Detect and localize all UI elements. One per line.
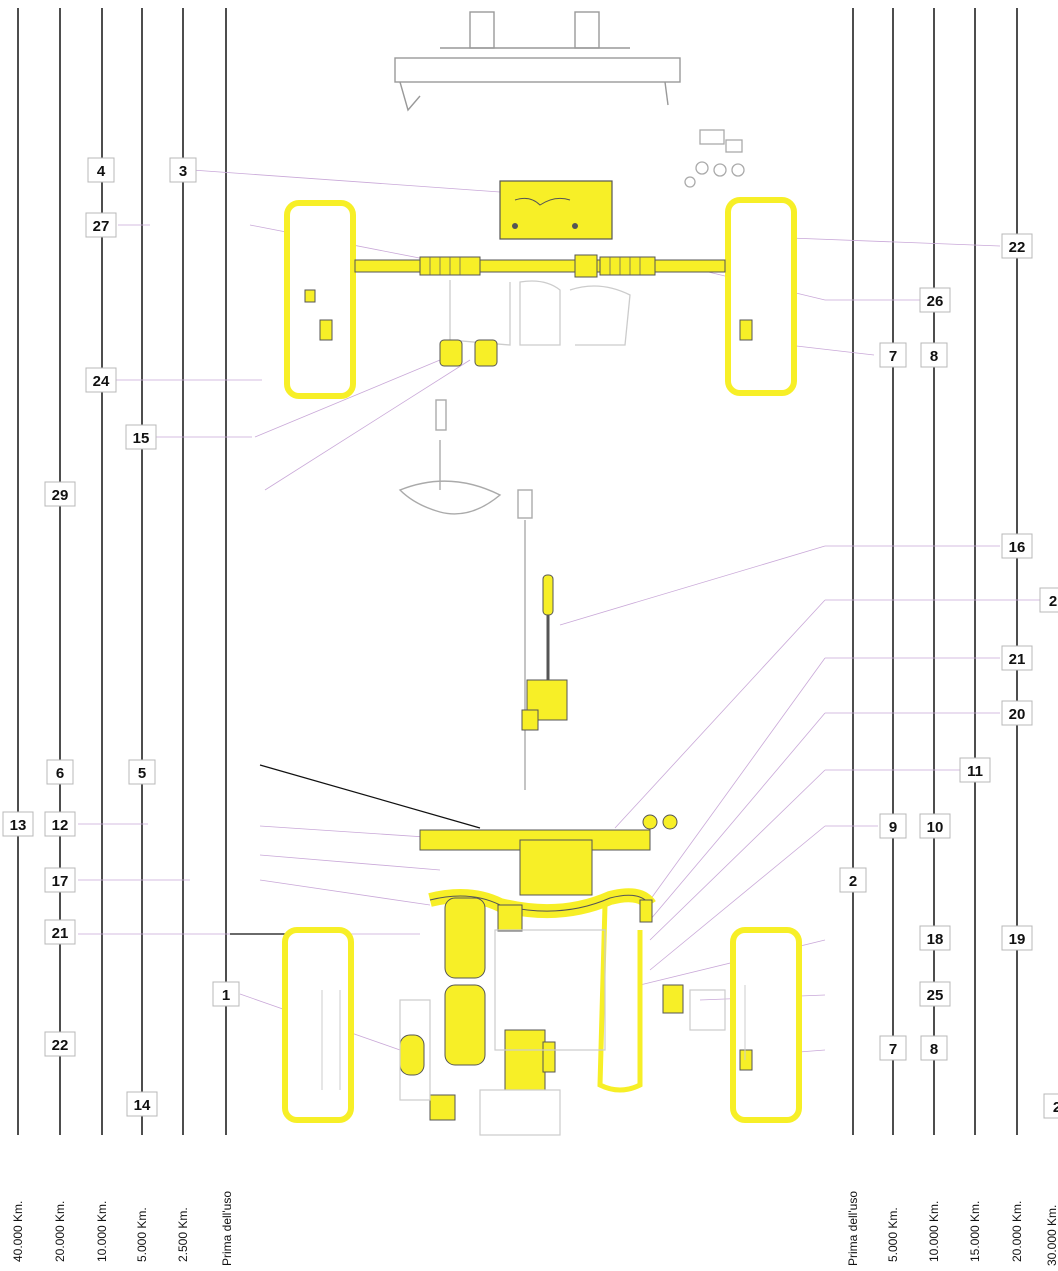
axis-label-prima-left: Prima dell'uso	[220, 1191, 234, 1266]
svg-text:17: 17	[52, 873, 69, 890]
svg-text:27: 27	[93, 218, 110, 235]
svg-text:16: 16	[1009, 539, 1026, 556]
svg-text:2: 2	[1053, 1099, 1058, 1116]
left-axis-labels: 40.000 Km. 20.000 Km. 10.000 Km. 5.000 K…	[11, 1191, 234, 1266]
callout-7-top: 7	[880, 343, 906, 367]
callout-25: 25	[920, 982, 950, 1006]
callout-2-edge: 2	[1040, 588, 1058, 612]
axis-label-10000-right: 10.000 Km.	[927, 1201, 941, 1262]
svg-text:7: 7	[889, 348, 897, 365]
svg-text:9: 9	[889, 819, 897, 836]
callout-27: 27	[86, 213, 116, 237]
callout-16: 16	[1002, 534, 1032, 558]
svg-text:21: 21	[1009, 651, 1026, 668]
callout-5: 5	[129, 760, 155, 784]
svg-text:6: 6	[56, 765, 64, 782]
svg-text:24: 24	[93, 373, 110, 390]
callout-21-right: 21	[1002, 646, 1032, 670]
callout-20: 20	[1002, 701, 1032, 725]
steering-rack	[355, 260, 725, 272]
axis-label-prima-right: Prima dell'uso	[846, 1191, 860, 1266]
callout-22-right: 22	[1002, 234, 1032, 258]
rear-right-wheel	[733, 930, 799, 1120]
axis-label-5000-left: 5.000 Km.	[135, 1207, 149, 1262]
svg-text:12: 12	[52, 817, 69, 834]
rear-left-wheel	[285, 930, 351, 1120]
gear-lever	[522, 575, 567, 730]
engine-block	[400, 815, 725, 1135]
svg-text:20: 20	[1009, 706, 1026, 723]
svg-text:8: 8	[930, 348, 938, 365]
callout-21-left: 21	[45, 920, 75, 944]
pedal-assembly	[395, 12, 680, 110]
svg-text:14: 14	[134, 1097, 151, 1114]
callout-8-bottom: 8	[921, 1036, 947, 1060]
callout-6: 6	[47, 760, 73, 784]
svg-text:29: 29	[52, 487, 69, 504]
callout-19: 19	[1002, 926, 1032, 950]
svg-text:18: 18	[927, 931, 944, 948]
svg-text:2: 2	[849, 873, 857, 890]
callout-29: 29	[45, 482, 75, 506]
axis-label-5000-right: 5.000 Km.	[886, 1207, 900, 1262]
mileage-axis-lines	[18, 8, 1017, 1135]
svg-text:5: 5	[138, 765, 146, 782]
callout-8-top: 8	[921, 343, 947, 367]
callout-18: 18	[920, 926, 950, 950]
callout-26: 26	[920, 288, 950, 312]
axis-label-2500-left: 2.500 Km.	[176, 1207, 190, 1262]
svg-text:2: 2	[1049, 593, 1057, 610]
axis-label-40000-left: 40.000 Km.	[11, 1201, 25, 1262]
svg-text:7: 7	[889, 1041, 897, 1058]
callout-11: 11	[960, 758, 990, 782]
small-parts	[685, 130, 744, 187]
svg-text:11: 11	[967, 763, 983, 780]
callout-24: 24	[86, 368, 116, 392]
callout-2-bottom-edge: 2	[1044, 1094, 1058, 1118]
svg-text:4: 4	[97, 163, 106, 180]
callout-12: 12	[45, 812, 75, 836]
axis-label-15000-right: 15.000 Km.	[968, 1201, 982, 1262]
svg-text:15: 15	[133, 430, 150, 447]
chassis-diagram	[285, 12, 799, 1135]
callout-17: 17	[45, 868, 75, 892]
svg-text:21: 21	[52, 925, 69, 942]
callout-9: 9	[880, 814, 906, 838]
svg-text:1: 1	[222, 987, 230, 1004]
callout-4: 4	[88, 158, 114, 182]
right-axis-labels: Prima dell'uso 5.000 Km. 10.000 Km. 15.0…	[846, 1191, 1058, 1266]
svg-text:3: 3	[179, 163, 187, 180]
callout-1: 1	[213, 982, 239, 1006]
callout-10: 10	[920, 814, 950, 838]
axis-label-20000-right: 20.000 Km.	[1010, 1201, 1024, 1262]
svg-text:13: 13	[10, 817, 27, 834]
callout-3: 3	[170, 158, 196, 182]
steering-wheel	[400, 400, 532, 790]
axis-label-10000-left: 10.000 Km.	[95, 1201, 109, 1262]
callout-2: 2	[840, 868, 866, 892]
leader-lines	[78, 170, 1040, 1055]
callout-15: 15	[126, 425, 156, 449]
svg-text:26: 26	[927, 293, 944, 310]
reservoir-tank	[500, 181, 612, 239]
svg-text:10: 10	[927, 819, 944, 836]
callouts: 4 3 27 24 15 29 6 5 13 12 17 21 1 22 14 …	[3, 158, 1058, 1118]
svg-text:25: 25	[927, 987, 944, 1004]
svg-text:19: 19	[1009, 931, 1026, 948]
axis-label-30000-right: 30.000 Km.	[1045, 1205, 1058, 1266]
callout-7-bottom: 7	[880, 1036, 906, 1060]
callout-13: 13	[3, 812, 33, 836]
svg-text:22: 22	[1009, 239, 1026, 256]
front-left-wheel	[287, 203, 353, 396]
front-suspension	[450, 280, 630, 345]
axis-label-20000-left: 20.000 Km.	[53, 1201, 67, 1262]
callout-14: 14	[127, 1092, 157, 1116]
callout-22-left: 22	[45, 1032, 75, 1056]
svg-text:8: 8	[930, 1041, 938, 1058]
front-right-wheel	[728, 200, 794, 393]
svg-text:22: 22	[52, 1037, 69, 1054]
